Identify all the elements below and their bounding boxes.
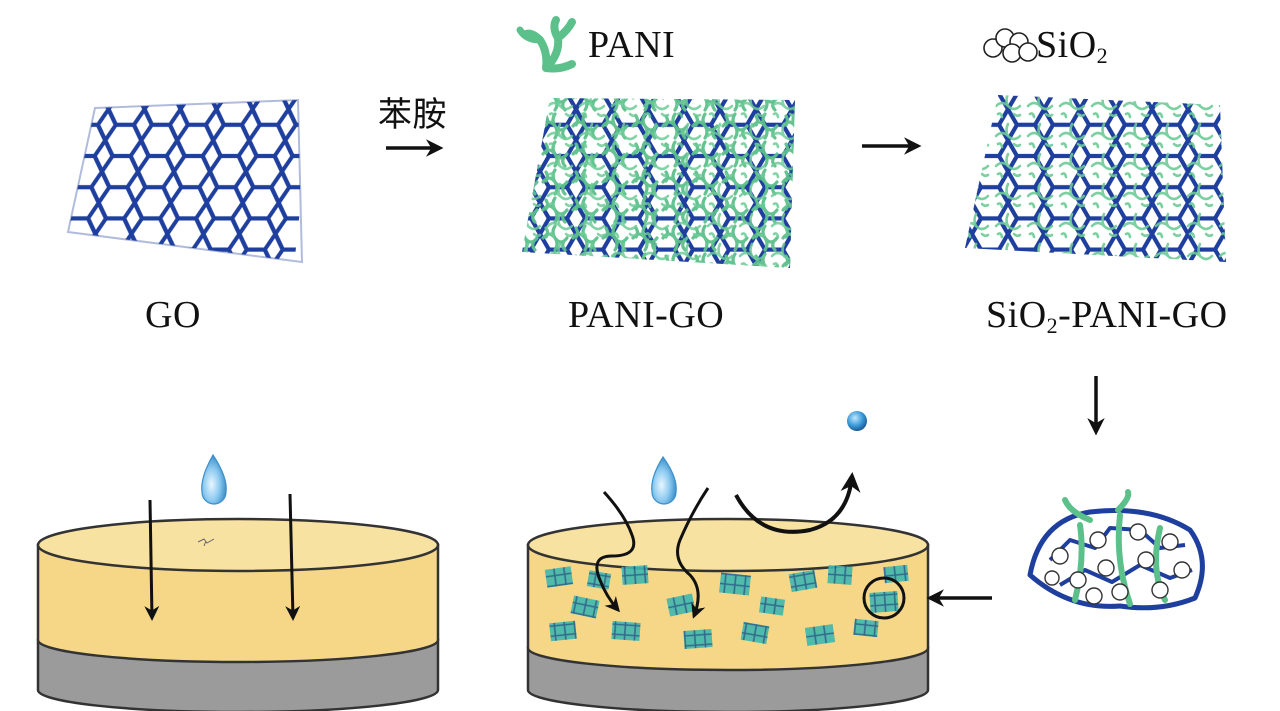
reagent-label: 苯胺 — [378, 95, 447, 135]
go-sheet-icon — [66, 98, 304, 264]
sio2-pani-go-label: SiO2-PANI-GO — [986, 294, 1228, 338]
sio2-legend-subscript: 2 — [1096, 43, 1109, 68]
water-drop-icon — [651, 455, 677, 505]
sio2-pani-go-sheet-icon — [965, 95, 1226, 262]
sio2-legend-label: SiO2 — [1036, 24, 1109, 68]
tortuous-path-arrow-2 — [676, 487, 710, 619]
highlight-circle — [862, 576, 906, 620]
arrow-penetration-left — [144, 499, 160, 621]
sphere-cluster-icon — [983, 28, 1038, 63]
left-coating-dish — [36, 517, 440, 711]
bounce-arrow — [734, 472, 861, 534]
pani-go-sheet-icon — [522, 98, 795, 268]
composite-particle-icon — [1027, 489, 1205, 611]
water-ball-icon — [847, 411, 867, 431]
right-coating-dish — [526, 517, 930, 711]
tortuous-path-arrow-1 — [595, 490, 636, 613]
sio2-pani-go-subscript: 2 — [1046, 313, 1059, 338]
pani-go-label: PANI-GO — [568, 294, 725, 336]
go-label: GO — [145, 294, 201, 336]
coral-branch-icon — [516, 16, 576, 73]
pani-legend-label: PANI — [588, 24, 676, 66]
water-drop-icon — [201, 453, 227, 505]
arrow-penetration-right — [285, 493, 301, 621]
